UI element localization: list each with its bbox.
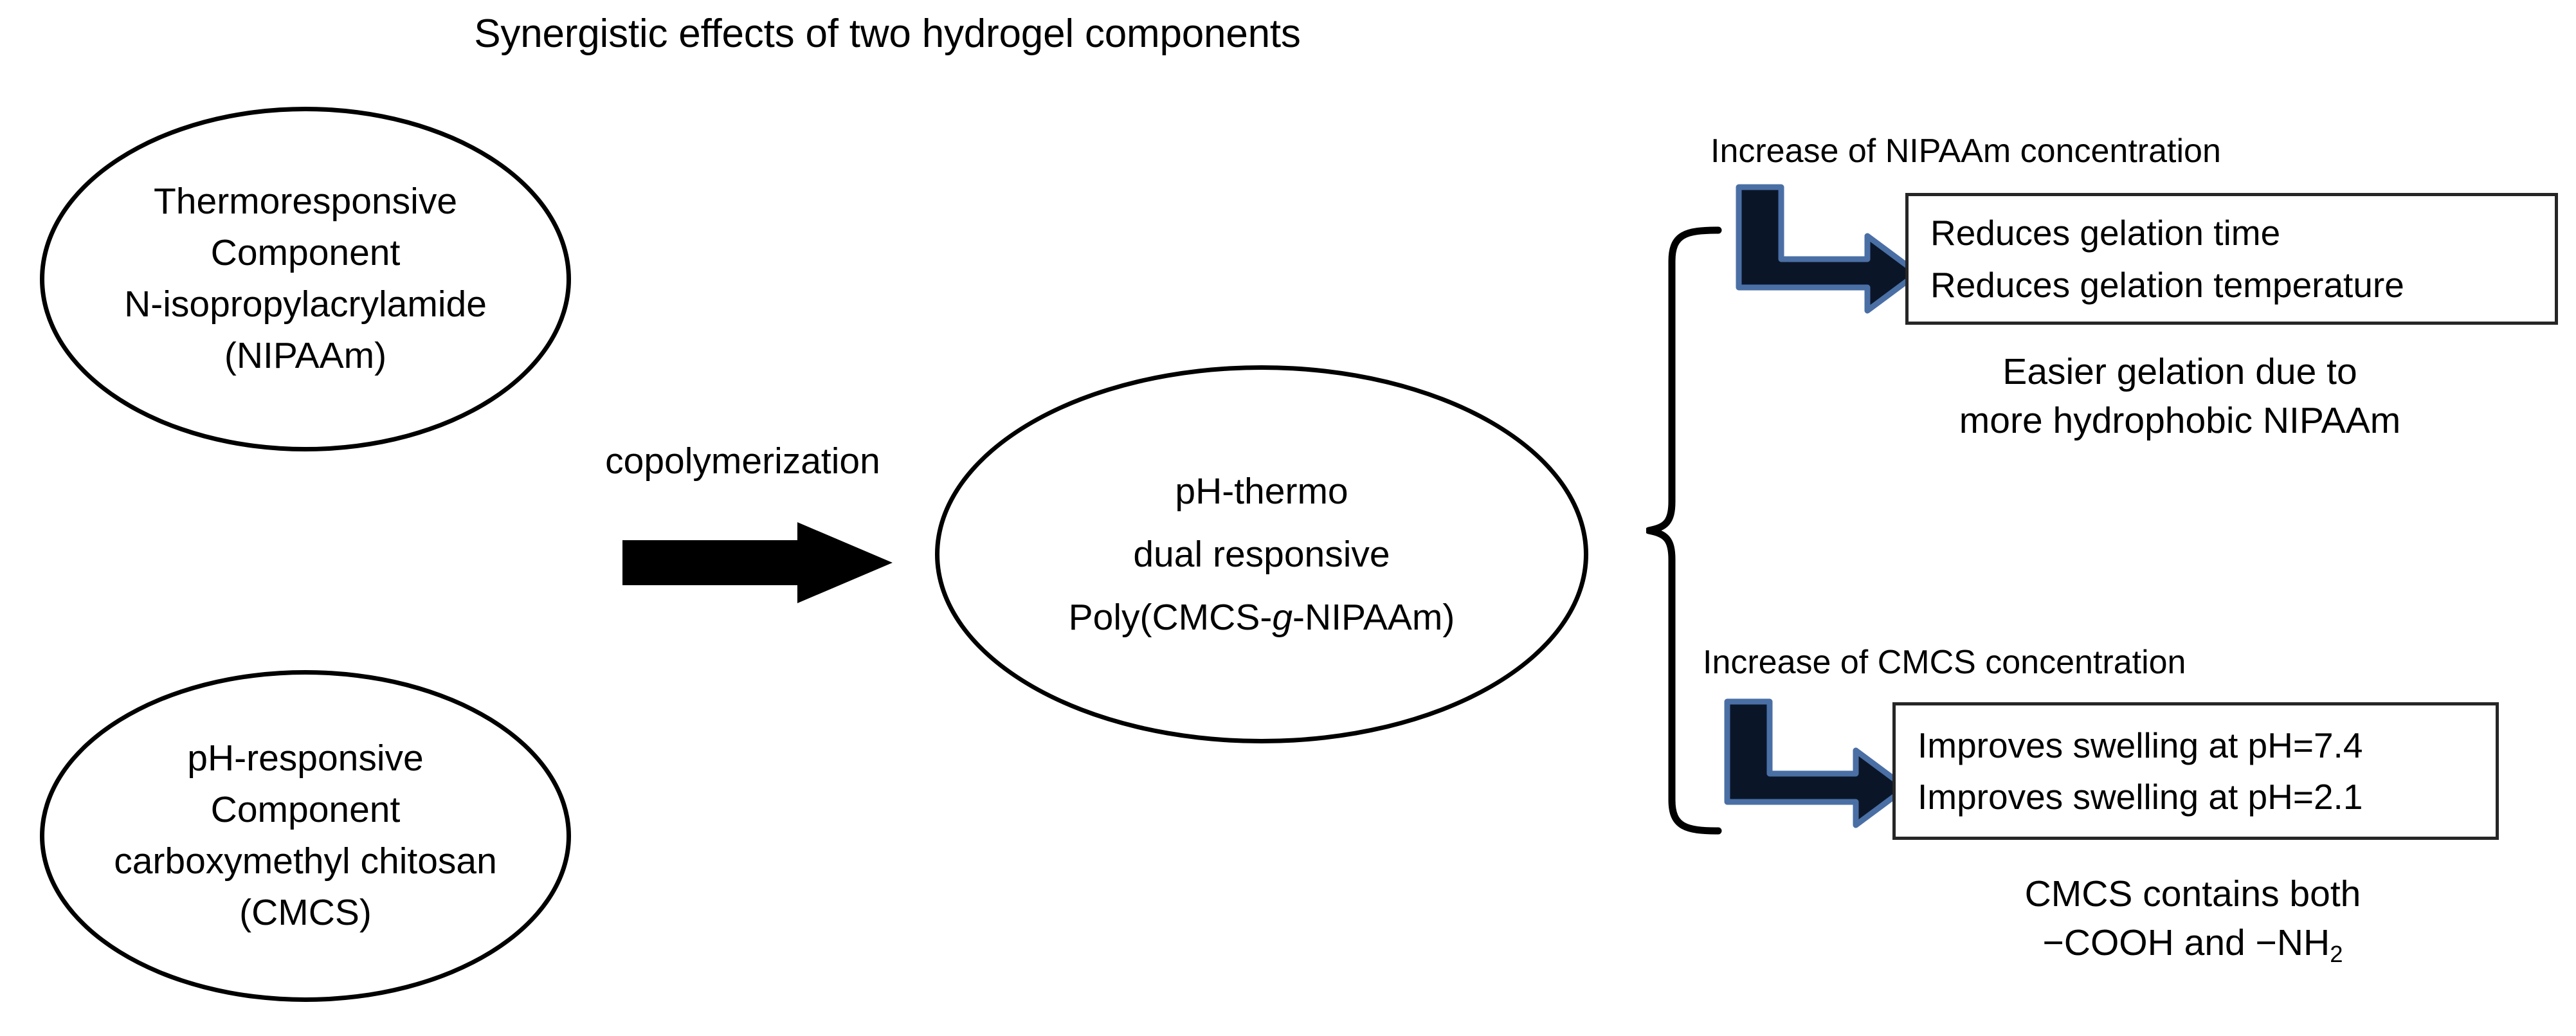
node-dual-responsive-line-1: pH-thermo [1175, 470, 1348, 512]
elbow-arrow-cmcs-icon [1724, 698, 1909, 828]
copolymerization-label: copolymerization [605, 441, 880, 482]
outcome-nipaam-line-2: Reduces gelation temperature [1930, 264, 2404, 305]
polymer-name-graft-symbol: g [1272, 597, 1293, 639]
node-dual-responsive-line-3: Poly(CMCS-g-NIPAAm) [948, 586, 1575, 649]
branch-brace-icon [1646, 226, 1722, 835]
outcome-nipaam-line-1: Reduces gelation time [1930, 213, 2281, 253]
node-thermoresponsive-line-1: Thermoresponsive [153, 181, 458, 223]
outcome-box-cmcs: Improves swelling at pH=7.4 Improves swe… [1892, 702, 2499, 840]
node-thermoresponsive-line-4: (NIPAAm) [224, 334, 387, 376]
page-title: Synergistic effects of two hydrogel comp… [474, 12, 1301, 56]
caption-cmcs-line-2: −COOH and −NH2 [1852, 918, 2534, 970]
outcome-cmcs-line-1: Improves swelling at pH=7.4 [1918, 725, 2363, 765]
caption-nipaam: Easier gelation due to more hydrophobic … [1800, 347, 2559, 446]
caption-cmcs-formula: −COOH and −NH [2042, 922, 2330, 964]
caption-cmcs-line-1: CMCS contains both [2024, 873, 2361, 914]
node-dual-responsive-text: pH-thermo dual responsive Poly(CMCS-g-NI… [939, 460, 1584, 649]
copolymerization-arrow-icon [622, 522, 893, 603]
node-dual-responsive-polymer: pH-thermo dual responsive Poly(CMCS-g-NI… [935, 365, 1588, 743]
branch-heading-cmcs: Increase of CMCS concentration [1703, 644, 2186, 681]
node-ph-responsive-line-4: (CMCS) [239, 891, 372, 933]
node-ph-responsive-text: pH-responsive Component carboxymethyl ch… [44, 733, 567, 938]
outcome-box-nipaam: Reduces gelation time Reduces gelation t… [1905, 193, 2558, 325]
caption-cmcs-formula-subscript: 2 [2330, 941, 2343, 968]
node-thermoresponsive-line-2: Component [210, 232, 401, 274]
polymer-name-prefix: Poly(CMCS- [1068, 597, 1273, 639]
node-thermoresponsive-text: Thermoresponsive Component N-isopropylac… [44, 176, 567, 381]
node-ph-responsive-line-1: pH-responsive [187, 738, 424, 779]
node-dual-responsive-line-2: dual responsive [1133, 533, 1390, 575]
caption-nipaam-line-1: Easier gelation due to [2002, 351, 2357, 392]
node-thermoresponsive-component: Thermoresponsive Component N-isopropylac… [40, 107, 571, 451]
caption-nipaam-line-2: more hydrophobic NIPAAm [1959, 400, 2401, 442]
polymer-name-suffix: -NIPAAm) [1293, 597, 1455, 639]
branch-heading-nipaam: Increase of NIPAAm concentration [1710, 132, 2221, 170]
node-ph-responsive-line-3: carboxymethyl chitosan [114, 841, 497, 882]
caption-cmcs: CMCS contains both −COOH and −NH2 [1852, 869, 2534, 970]
node-thermoresponsive-line-3: N-isopropylacrylamide [124, 284, 487, 325]
node-ph-responsive-line-2: Component [210, 789, 401, 831]
outcome-cmcs-line-2: Improves swelling at pH=2.1 [1918, 777, 2363, 817]
node-ph-responsive-component: pH-responsive Component carboxymethyl ch… [40, 670, 571, 1002]
elbow-arrow-nipaam-icon [1736, 184, 1921, 314]
